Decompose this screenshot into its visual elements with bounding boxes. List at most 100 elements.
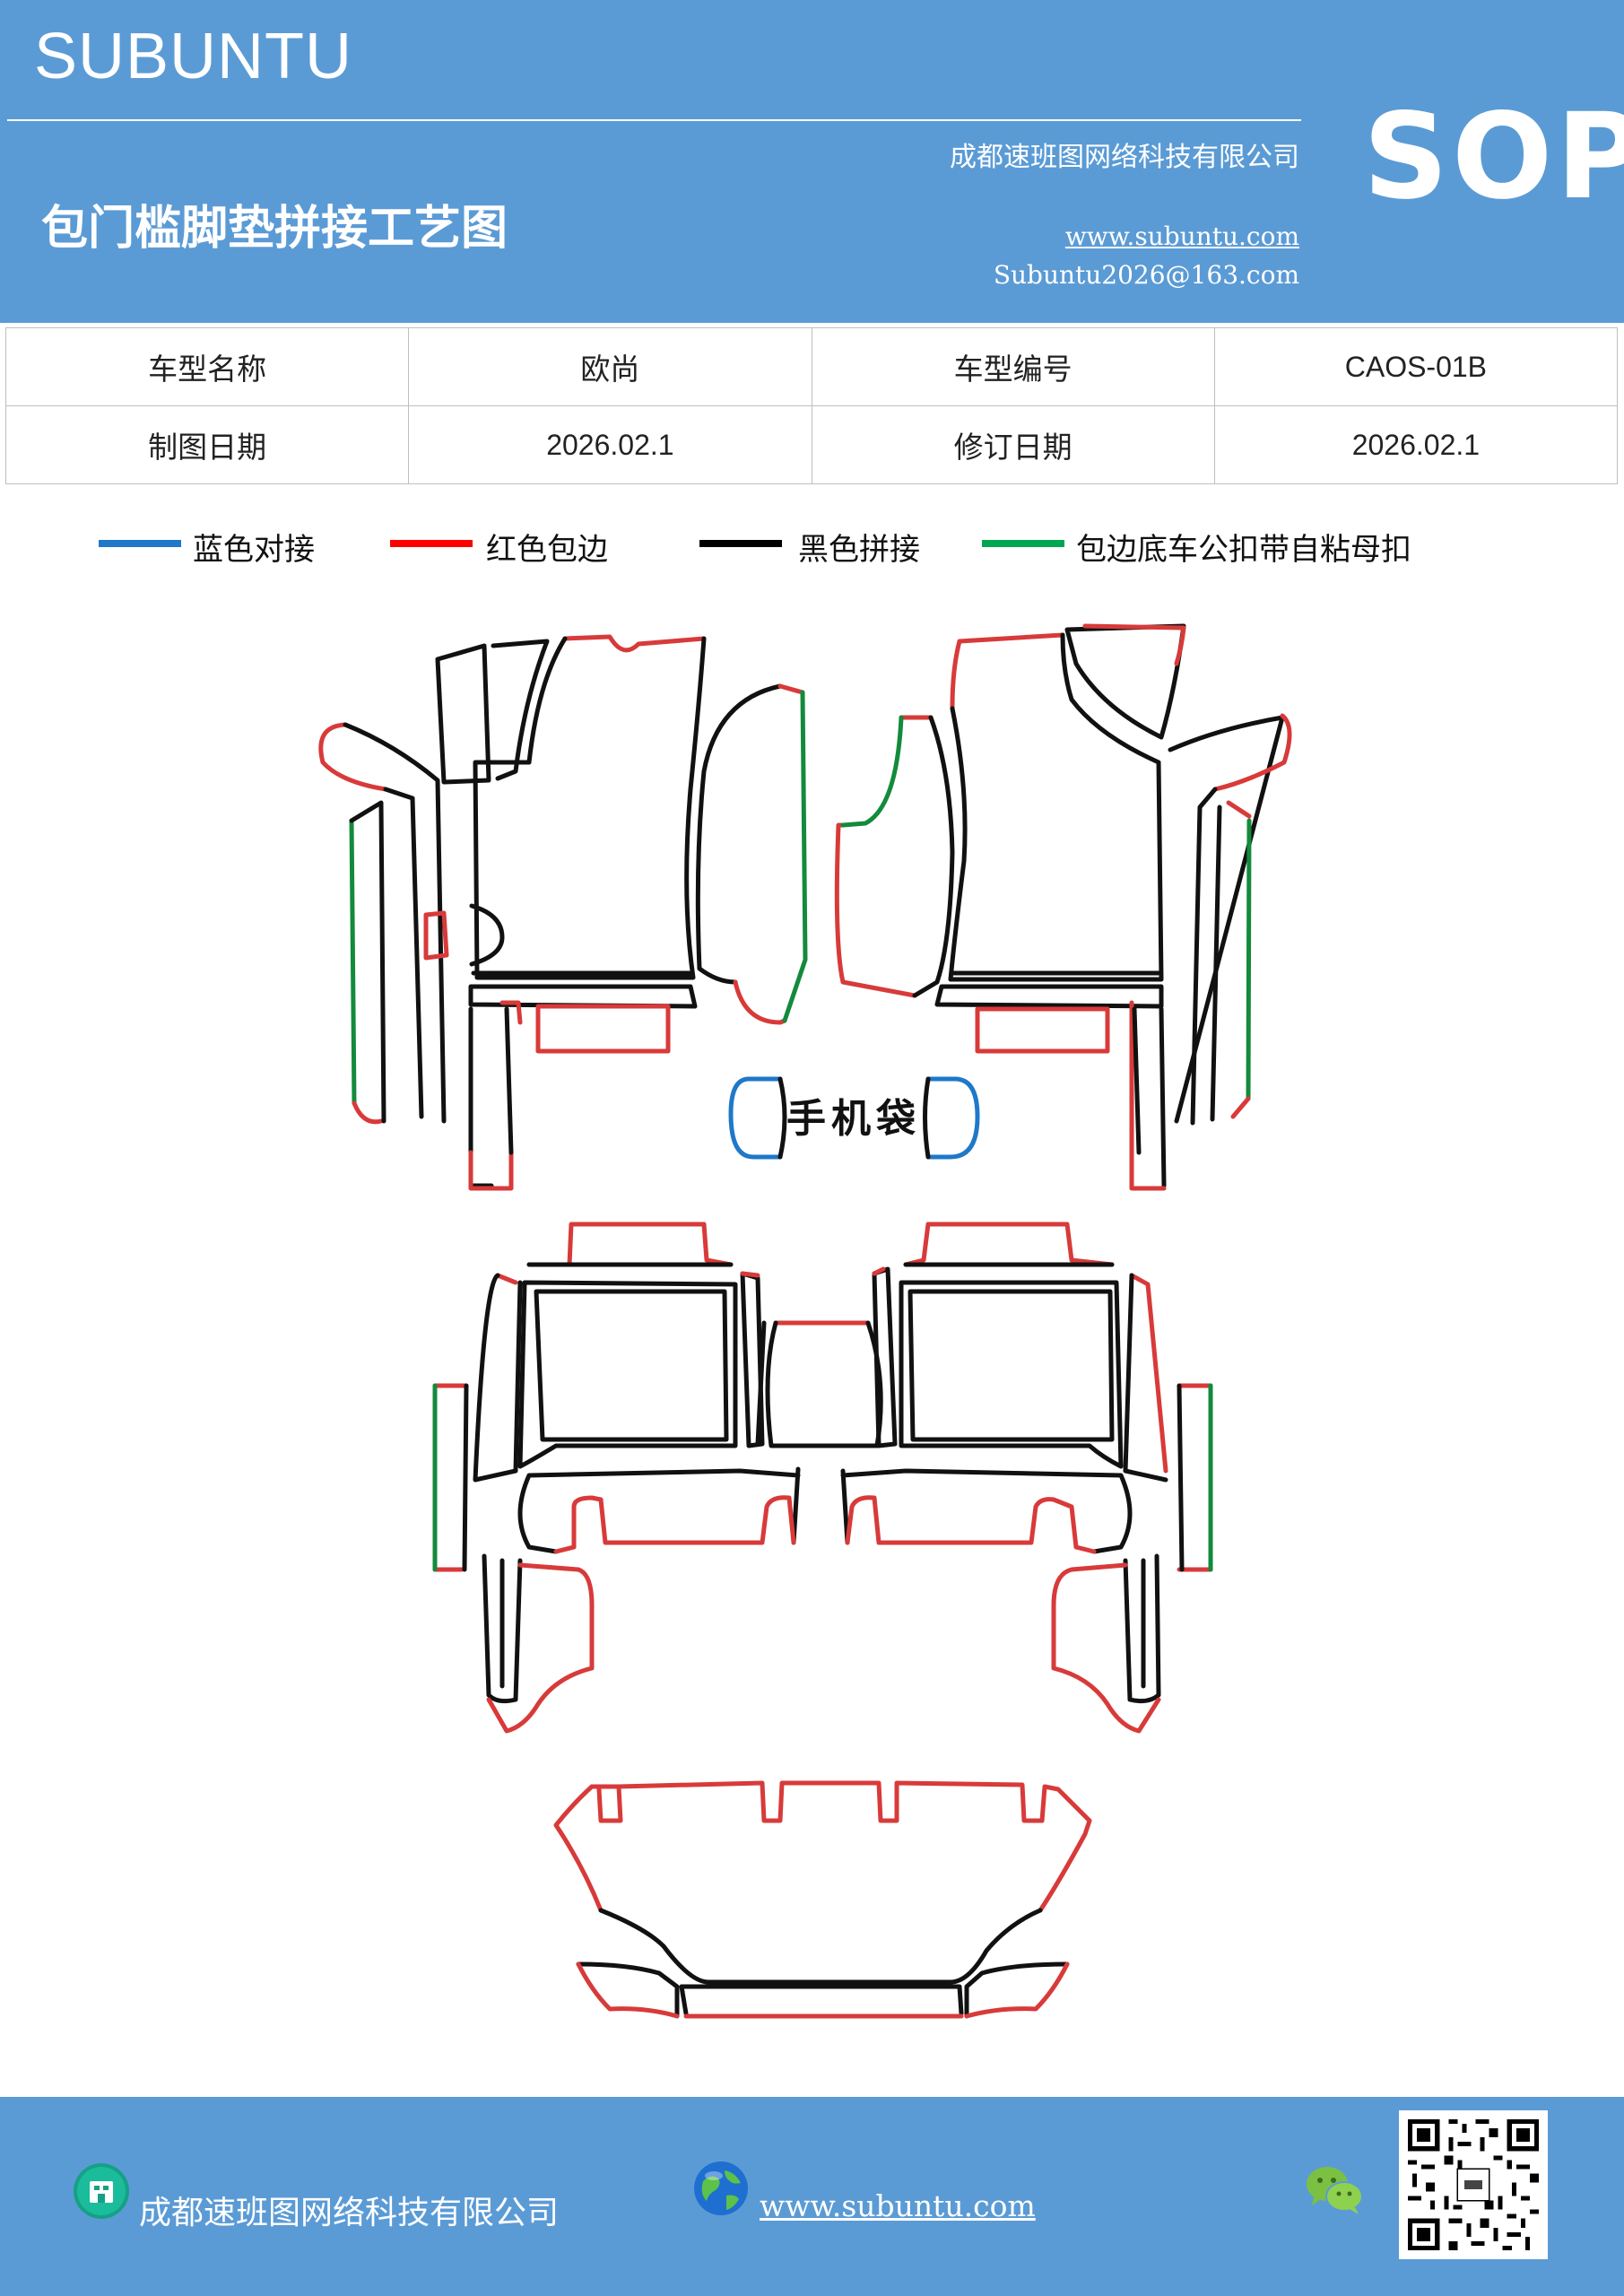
second-right-pillar [1123, 1273, 1168, 1483]
second-right-rail-red [845, 1495, 1097, 1554]
header-email[interactable]: Subuntu2026@163.com [993, 260, 1299, 290]
lower-right-tab-red [975, 1006, 1110, 1054]
second-row-left-seat-inner [534, 1289, 729, 1442]
mat-pattern-diagram: 手机袋 [318, 623, 1292, 2019]
right-sill-red [1212, 713, 1292, 792]
footer-company: 成都速班图网络科技有限公司 [139, 2195, 560, 2231]
driver-mat-body [473, 636, 707, 980]
right-sill-black-3 [1210, 804, 1222, 1122]
third-row-left-red [553, 1784, 604, 1913]
front-right-mat-group [834, 623, 1292, 1191]
driver-mat-heel [469, 903, 505, 967]
second-right-black [1177, 1383, 1185, 1572]
phone-pocket-right [925, 1076, 980, 1160]
phone-pocket-left-black [777, 1076, 787, 1160]
phone-pocket-label: 手机袋 [786, 1096, 921, 1142]
drawing-date-value: 2026.02.1 [408, 405, 812, 484]
left-pillar-strip-inner [491, 639, 550, 781]
footer-bar: 成都速班图网络科技有限公司 www.subuntu.com [0, 2097, 1624, 2296]
right-sill-black-2 [1190, 787, 1218, 1126]
legend-label: 蓝色对接 [193, 532, 315, 568]
driver-side-panel-red [733, 683, 805, 1025]
lower-right-post-red [1129, 1000, 1167, 1191]
lower-left-tab-red [535, 1004, 671, 1054]
lower-left-strip [468, 984, 698, 1009]
left-sill-black-3 [349, 800, 386, 1124]
phone-pocket-group: 手机袋 [728, 1076, 980, 1160]
left-sill-red [318, 722, 388, 792]
second-left-rail-red [553, 1495, 796, 1554]
third-row-rail-left [576, 1961, 680, 2019]
building-icon [74, 2163, 129, 2219]
globe-icon [694, 2161, 748, 2215]
model-code-label: 车型编号 [811, 327, 1215, 406]
model-name-label: 车型名称 [4, 327, 410, 406]
lower-left-post-red-top [499, 1000, 523, 1025]
driver-side-panel [695, 683, 783, 985]
passenger-side-panel-black [912, 715, 955, 998]
header-divider [7, 119, 1301, 121]
legend-label: 包边底车公扣带自粘母扣 [1076, 532, 1411, 568]
passenger-heel-red [1082, 623, 1186, 666]
left-sill-red-bottom [352, 1100, 384, 1125]
lower-right-strip [934, 984, 1164, 1009]
brand-name: SUBUNTU [34, 21, 353, 92]
revision-date-label: 修订日期 [811, 405, 1215, 484]
third-row-rail-center [679, 1984, 964, 2016]
second-row-right-seat [899, 1262, 1124, 1469]
footer-website-link[interactable]: www.subuntu.com [760, 2188, 1036, 2223]
driver-mat-outline [562, 634, 707, 653]
legend-swatch-black [699, 540, 782, 547]
left-pillar-strip [435, 643, 491, 785]
qr-code[interactable] [1399, 2110, 1548, 2259]
second-right-leg-red [1051, 1562, 1161, 1734]
second-row-left-tab-red [526, 1222, 734, 1267]
third-row-rail-right-red [964, 1961, 1070, 2019]
passenger-heel [1064, 623, 1186, 740]
center-side-right [872, 1266, 898, 1448]
legend-label: 黑色拼接 [798, 532, 920, 568]
center-side-right-red [740, 1266, 886, 1278]
second-left-rail [517, 1466, 801, 1554]
passenger-side-panel-green [840, 715, 904, 828]
vehicle-info-table: 车型名称 欧尚 车型编号 CAOS-01B 制图日期 2026.02.1 修订日… [4, 327, 1619, 484]
second-left-leg-red [486, 1562, 595, 1734]
third-row-rail-left-red [576, 1961, 680, 2019]
third-row-mat-group [553, 1780, 1092, 2019]
left-sill-green [349, 818, 357, 1106]
third-row-top-red [589, 1780, 1092, 1913]
lower-right-post [1159, 1006, 1167, 1188]
model-name-value: 欧尚 [408, 327, 812, 406]
passenger-mat-red-left [950, 639, 962, 711]
revision-date-value: 2026.02.1 [1213, 405, 1619, 484]
second-row-right-tab-red [903, 1222, 1115, 1267]
lower-right-post-2 [1132, 1006, 1142, 1155]
wechat-icon[interactable] [1305, 2164, 1364, 2216]
right-sill-red-2 [1226, 800, 1252, 1119]
drawing-date-label: 制图日期 [4, 405, 410, 484]
left-sill-black [343, 722, 447, 1124]
header-website-link[interactable]: www.subuntu.com [1064, 222, 1299, 251]
driver-side-panel-green [782, 690, 808, 1023]
table-row: 制图日期 2026.02.1 修订日期 2026.02.1 [4, 405, 1619, 484]
right-sill-black [1168, 715, 1285, 1124]
second-left-pillar [473, 1273, 523, 1483]
document-title: 包门槛脚垫拼接工艺图 [41, 201, 508, 256]
phone-pocket-left [728, 1076, 783, 1160]
right-sill-green [1246, 818, 1252, 1101]
left-sill-black-2 [383, 787, 424, 1119]
header-banner: SUBUNTU 成都速班图网络科技有限公司 包门槛脚垫拼接工艺图 www.sub… [0, 0, 1624, 323]
center-piece-black [765, 1320, 883, 1448]
second-right-leg-black [1123, 1553, 1161, 1704]
legend-swatch-red [390, 540, 473, 547]
lower-left-post-2 [504, 1006, 514, 1155]
sop-badge: SOP [1363, 88, 1624, 226]
phone-pocket-right-black [923, 1076, 931, 1160]
model-code-value: CAOS-01B [1213, 327, 1619, 406]
passenger-side-panel-red [834, 715, 934, 998]
second-left-leg-black [482, 1553, 523, 1704]
legend-swatch-blue [99, 540, 181, 547]
third-row-body-black [598, 1908, 1043, 1985]
second-left-black [462, 1383, 469, 1572]
legend-label: 红色包边 [486, 532, 608, 568]
